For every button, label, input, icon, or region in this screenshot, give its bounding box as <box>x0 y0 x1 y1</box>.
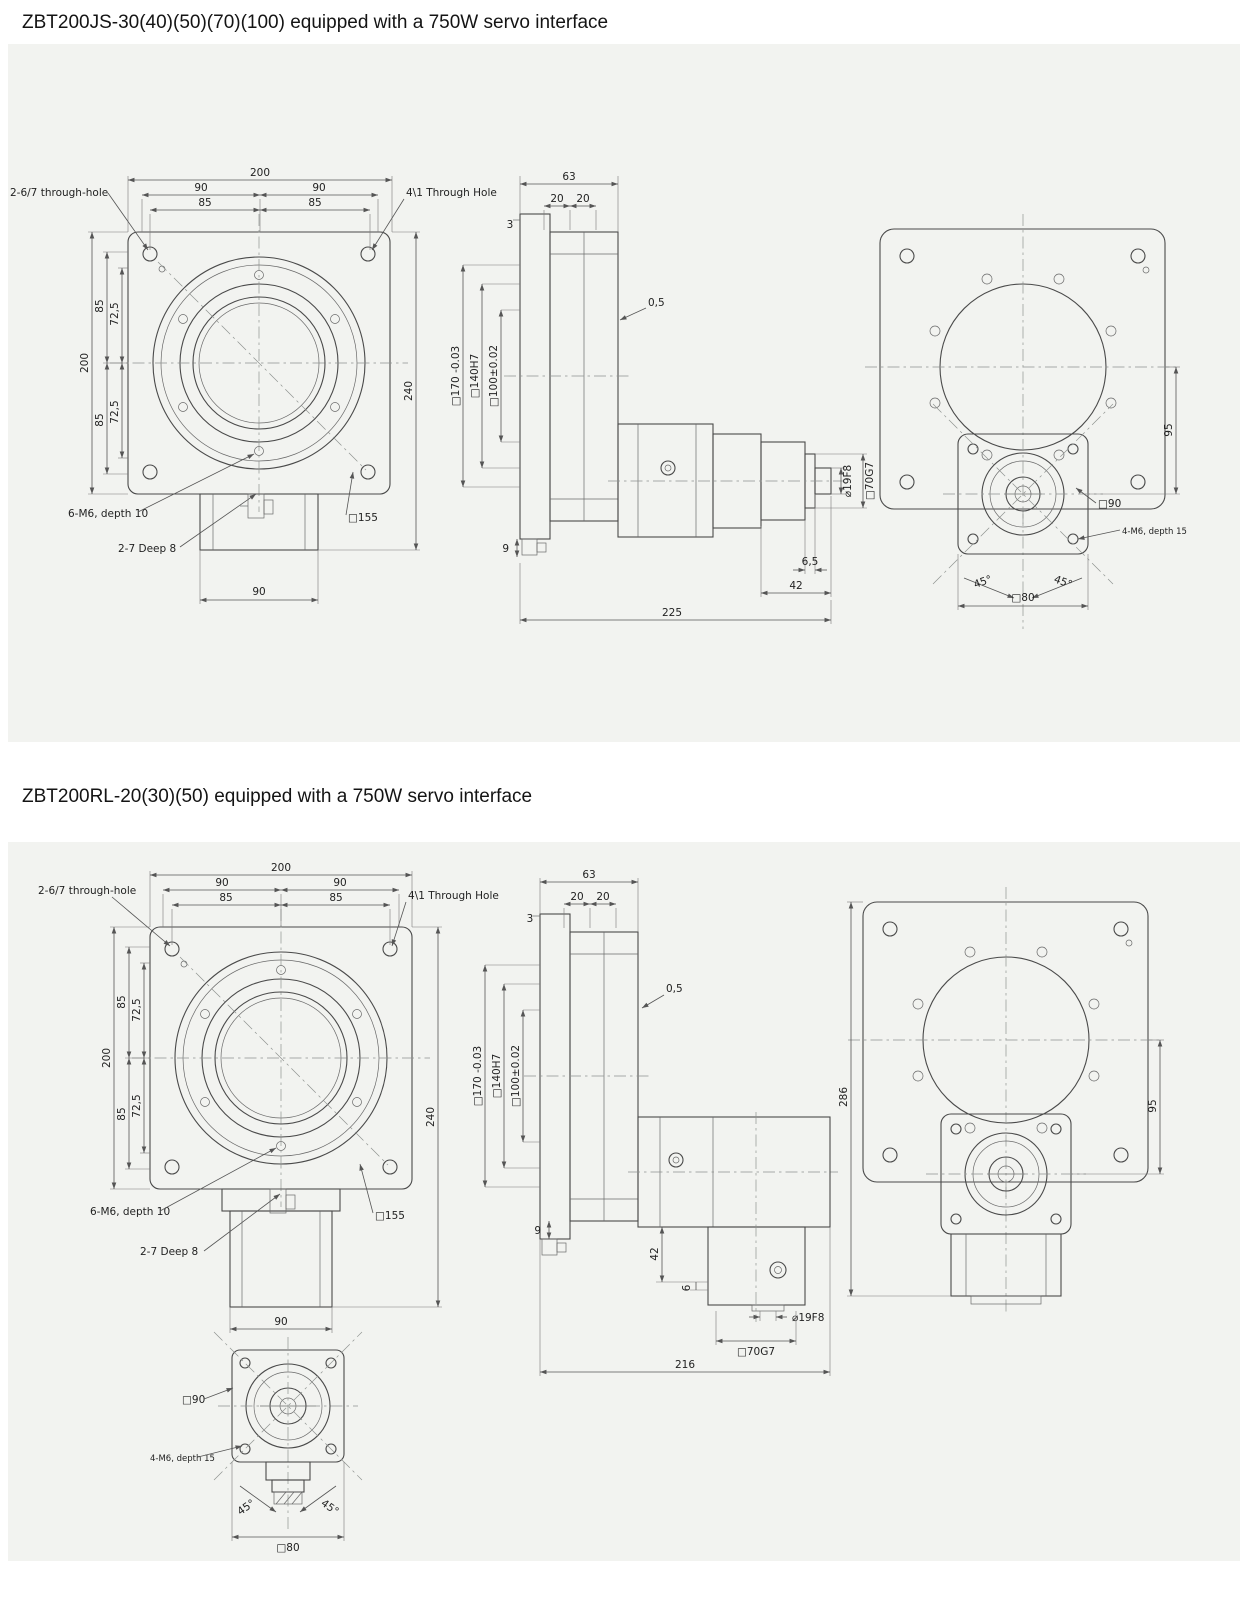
note-4-through-hole: 4\1 Through Hole <box>408 890 499 902</box>
dim-45-left: 45° <box>235 1497 257 1518</box>
note-6m6: 6-M6, depth 10 <box>90 1206 170 1218</box>
dim-90-bottom: 90 <box>252 586 265 598</box>
dim-725-top-left: 72,5 <box>109 302 121 325</box>
rl-side-view: 63 20 20 3 0,5 □170 -0.03 □140H7 <box>472 869 838 1376</box>
dim-200-left: 200 <box>101 1048 113 1068</box>
section1-title: ZBT200JS-30(40)(50)(70)(100) equipped wi… <box>22 12 609 33</box>
dim-216: 216 <box>675 1359 695 1371</box>
dim-6: 6 <box>681 1284 693 1291</box>
dim-20-right: 20 <box>576 193 589 205</box>
dim-85-left: 85 <box>219 892 232 904</box>
dim-sq170: □170 -0.03 <box>450 346 462 406</box>
dim-9: 9 <box>502 543 509 555</box>
js-front-view: 200 90 90 85 85 200 <box>10 167 497 604</box>
dim-90-left: 90 <box>215 877 228 889</box>
dim-sq100: □100±0.02 <box>488 345 500 407</box>
dim-sq100: □100±0.02 <box>510 1045 522 1107</box>
dim-dia19: ⌀19F8 <box>842 465 854 497</box>
dim-63: 63 <box>582 869 595 881</box>
dim-95: 95 <box>1147 1099 1159 1112</box>
dim-725-top-left: 72,5 <box>131 998 143 1021</box>
dim-sq80: □80 <box>276 1542 299 1554</box>
dim-20-right: 20 <box>596 891 609 903</box>
dim-05: 0,5 <box>666 983 683 995</box>
dim-sq70: □70G7 <box>737 1346 775 1358</box>
rl-bottom-view: □90 4-M6, depth 15 45° 45° □80 <box>150 1331 363 1554</box>
dim-725-bottom-left: 72,5 <box>131 1094 143 1117</box>
note-sq155: □155 <box>375 1210 405 1222</box>
note-sq90: □90 <box>1098 498 1121 510</box>
dim-95: 95 <box>1163 423 1175 436</box>
dim-9: 9 <box>534 1225 541 1237</box>
dim-90-bottom: 90 <box>274 1316 287 1328</box>
dim-45-right: 45° <box>319 1497 341 1518</box>
note-sq155: □155 <box>348 512 378 524</box>
dim-200-top: 200 <box>250 167 270 179</box>
rl-right-view: 286 95 <box>838 886 1164 1312</box>
section1-panel: 200 90 90 85 85 200 <box>8 44 1240 742</box>
dim-200-top: 200 <box>271 862 291 874</box>
dim-85-left: 85 <box>198 197 211 209</box>
dim-sq70: □70G7 <box>864 462 876 500</box>
dim-240-right: 240 <box>425 1107 437 1127</box>
dim-85-bottom-left: 85 <box>116 1107 128 1120</box>
section2-panel: 200 90 90 85 85 200 <box>8 842 1240 1561</box>
zbt200rl-drawing: 200 90 90 85 85 200 <box>38 862 1164 1554</box>
dim-85-right: 85 <box>329 892 342 904</box>
dim-dia19: ⌀19F8 <box>792 1312 824 1324</box>
rl-front-view: 200 90 90 85 85 200 <box>38 862 499 1333</box>
dim-45-left: 45° <box>972 573 994 591</box>
dim-90-right: 90 <box>333 877 346 889</box>
dim-05: 0,5 <box>648 297 665 309</box>
dim-sq140: □140H7 <box>491 1054 503 1099</box>
note-deep8: 2-7 Deep 8 <box>118 543 176 555</box>
dim-45-right: 45° <box>1052 573 1074 591</box>
js-back-view: 95 □90 4-M6, depth 15 45° 45° □80 <box>864 213 1187 629</box>
note-6m6: 6-M6, depth 10 <box>68 508 148 520</box>
dim-20-left: 20 <box>550 193 563 205</box>
dim-225: 225 <box>662 607 682 619</box>
note-deep8: 2-7 Deep 8 <box>140 1246 198 1258</box>
section2-title: ZBT200RL-20(30)(50) equipped with a 750W… <box>22 786 533 807</box>
dim-240-right: 240 <box>403 381 415 401</box>
dim-85-top-left: 85 <box>94 299 106 312</box>
dim-3: 3 <box>527 913 534 925</box>
dim-725-bottom-left: 72,5 <box>109 400 121 423</box>
dim-90-left: 90 <box>194 182 207 194</box>
note-through-hole: 2-6/7 through-hole <box>38 885 136 897</box>
dim-90-right: 90 <box>312 182 325 194</box>
dim-85-top-left: 85 <box>116 995 128 1008</box>
js-side-view: 63 20 20 3 0,5 □170 -0.03 □140H7 <box>450 171 876 624</box>
note-through-hole: 2-6/7 through-hole <box>10 187 108 199</box>
dim-sq170: □170 -0.03 <box>472 1046 484 1106</box>
dim-sq140: □140H7 <box>469 354 481 399</box>
note-4-through-hole: 4\1 Through Hole <box>406 187 497 199</box>
dim-sq80: □80 <box>1011 592 1034 604</box>
note-4m6: 4-M6, depth 15 <box>150 1454 215 1464</box>
dim-3: 3 <box>507 219 514 231</box>
dim-42: 42 <box>789 580 802 592</box>
zbt200js-drawing: 200 90 90 85 85 200 <box>10 167 1187 629</box>
dim-85-bottom-left: 85 <box>94 413 106 426</box>
dim-85-right: 85 <box>308 197 321 209</box>
note-sq90: □90 <box>182 1394 205 1406</box>
dim-286: 286 <box>838 1087 850 1107</box>
dim-42: 42 <box>649 1247 661 1260</box>
dim-20-left: 20 <box>570 891 583 903</box>
dim-200-left: 200 <box>79 353 91 373</box>
dim-65: 6,5 <box>802 556 819 568</box>
note-4m6: 4-M6, depth 15 <box>1122 527 1187 537</box>
dim-63: 63 <box>562 171 575 183</box>
page: ZBT200JS-30(40)(50)(70)(100) equipped wi… <box>0 12 1248 1561</box>
